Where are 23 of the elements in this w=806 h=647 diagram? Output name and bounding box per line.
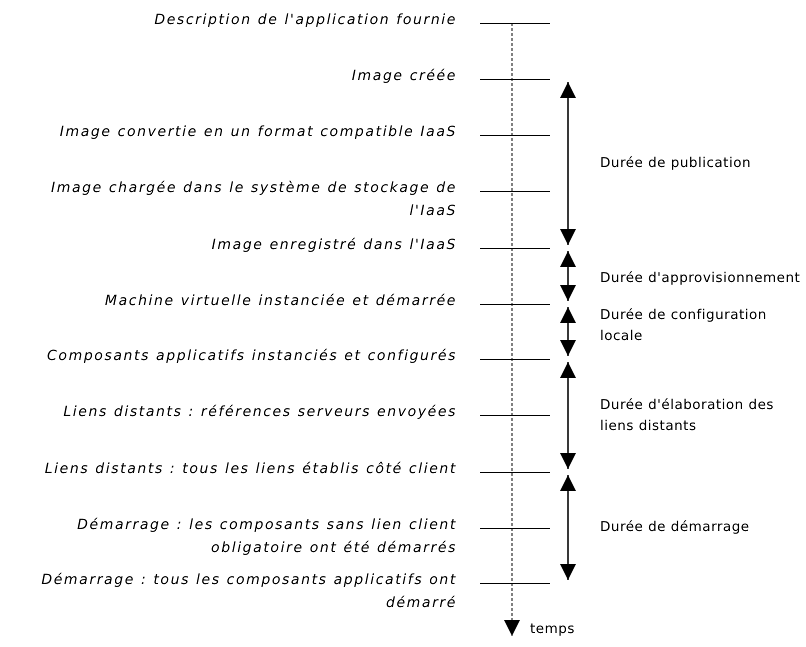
event-label: Description de l'application fournie [153, 11, 457, 30]
double-arrow [560, 307, 576, 356]
event-label: Image créée [350, 67, 457, 86]
duration-label: Durée de publication [600, 154, 752, 173]
event-label: Image convertie en un format compatible IaaS [58, 123, 457, 142]
axis-label: temps [530, 619, 575, 640]
event-label: Liens distants : tous les liens établis côté client [44, 460, 457, 479]
event-label: Démarrage : les composants sans lien client obligatoire ont été démarrés [76, 516, 457, 558]
duration-label: Durée de configuration locale [600, 306, 768, 346]
event-label: Image enregistré dans l'IaaS [210, 236, 457, 255]
double-arrow [560, 362, 576, 469]
duration-label: Durée de démarrage [600, 518, 751, 537]
double-arrow [560, 82, 576, 245]
event-label: Image chargée dans le système de stockage de l'IaaS [50, 179, 457, 221]
duration-label: Durée d'approvisionnement [600, 268, 802, 288]
event-label: Liens distants : références serveurs envoyées [62, 403, 457, 422]
duration-label: Durée d'élaboration des liens distants [600, 396, 775, 436]
event-label: Machine virtuelle instanciée et démarrée [104, 292, 457, 311]
timeline-arrow [504, 22, 520, 636]
double-arrow [560, 251, 576, 301]
event-label: Composants applicatifs instanciés et configurés [46, 347, 457, 366]
event-label: Démarrage : tous les composants applicatifs ont démarré [40, 571, 457, 613]
double-arrow [560, 475, 576, 580]
